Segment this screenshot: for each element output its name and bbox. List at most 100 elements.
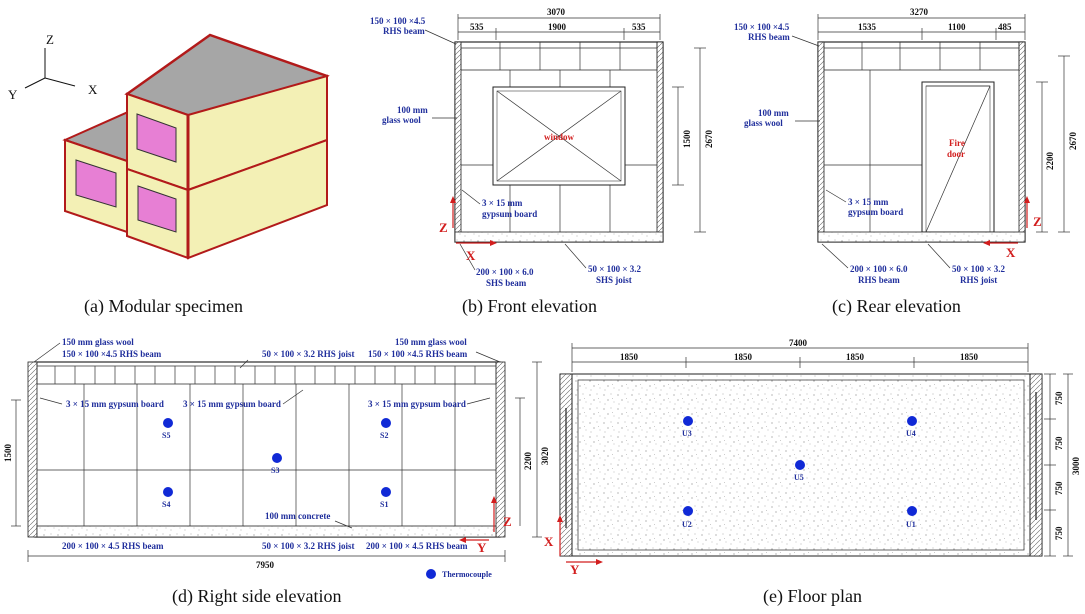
rear-dim-door-height: 2200: [1045, 152, 1055, 171]
side-gypsum-right: 3 × 15 mm gypsum board: [368, 399, 466, 409]
side-rhs-beam-left: 150 × 100 ×4.5 RHS beam: [62, 349, 162, 359]
plan-dim-right-2: 750: [1054, 436, 1064, 450]
side-dim-h2: 3020: [540, 447, 550, 466]
front-dim-left: 535: [470, 22, 484, 32]
sensor-s4: [163, 487, 173, 497]
sensor-s5-label: S5: [162, 431, 170, 440]
sensor-s3: [272, 453, 282, 463]
rear-rhs-joist-l1: 50 × 100 × 3.2: [952, 264, 1006, 274]
plan-axis-y: Y: [570, 562, 580, 577]
front-dim-total: 3070: [547, 7, 566, 17]
rear-rhs-beam-l1: 150 × 100 ×4.5: [734, 22, 790, 32]
side-dim-h1: 2200: [523, 452, 533, 471]
front-shs-beam-l2: SHS beam: [486, 278, 527, 288]
front-gypsum-l2: gypsum board: [482, 209, 537, 219]
rear-glass-wool-l1: 100 mm: [758, 108, 789, 118]
rear-gypsum-l1: 3 × 15 mm: [848, 197, 889, 207]
rear-dim-total: 3270: [910, 7, 929, 17]
rear-axis-z: Z: [1033, 214, 1042, 229]
rear-dim-right: 485: [998, 22, 1012, 32]
legend-thermocouple-label: Thermocouple: [442, 570, 492, 579]
front-rhs-beam-l2: RHS beam: [383, 26, 425, 36]
side-beam-bottom-left: 200 × 100 × 4.5 RHS beam: [62, 541, 164, 551]
plan-dim-top-2: 1850: [734, 352, 753, 362]
sensor-s1-label: S1: [380, 500, 388, 509]
plan-axis-x: X: [544, 534, 554, 549]
rear-rhs-beam2-l1: 200 × 100 × 6.0: [850, 264, 908, 274]
side-gypsum-left: 3 × 15 mm gypsum board: [66, 399, 164, 409]
sensor-u2-label: U2: [682, 520, 692, 529]
sensor-u3: [683, 416, 693, 426]
sensor-u2: [683, 506, 693, 516]
sensor-u1-label: U1: [906, 520, 916, 529]
sensor-s4-label: S4: [162, 500, 170, 509]
panel-a-modular-specimen: Z X Y (a) Modular specimen: [8, 32, 330, 317]
sensor-s2: [381, 418, 391, 428]
front-glass-wool-l1: 100 mm: [397, 105, 428, 115]
plan-dim-right-3: 750: [1054, 481, 1064, 495]
side-dim-left-height: 1500: [3, 444, 13, 463]
sensor-u1: [907, 506, 917, 516]
sensor-u4-label: U4: [906, 429, 916, 438]
axis-x-label: X: [88, 82, 98, 97]
front-axis-x: X: [466, 248, 476, 263]
plan-dim-width: 3000: [1071, 457, 1081, 476]
rear-door-l1: Fire: [949, 138, 965, 148]
sensor-u3-label: U3: [682, 429, 692, 438]
plan-dim-top-3: 1850: [846, 352, 865, 362]
caption-d: (d) Right side elevation: [172, 586, 341, 607]
front-axis-z: Z: [439, 220, 448, 235]
axis-z-label: Z: [46, 32, 54, 47]
sensor-s2-label: S2: [380, 431, 388, 440]
rear-dim-height: 2670: [1068, 132, 1078, 151]
side-joist-top: 50 × 100 × 3.2 RHS joist: [262, 349, 355, 359]
side-glass-wool-right: 150 mm glass wool: [395, 337, 467, 347]
side-axis-z: Z: [503, 514, 512, 529]
rear-dim-left: 1535: [858, 22, 877, 32]
plan-dim-right-1: 750: [1054, 391, 1064, 405]
side-concrete: 100 mm concrete: [265, 511, 330, 521]
plan-thermocouples: U3 U4 U5 U2 U1: [682, 416, 917, 529]
panel-b-front-elevation: 3070 535 1900 535 window 1500 2670: [370, 7, 714, 317]
plan-dim-total: 7400: [789, 338, 808, 348]
panel-d-right-side-elevation: 7950 1500 2200 3020 150 mm glass wool 15…: [3, 337, 550, 607]
rear-door-l2: door: [947, 149, 965, 159]
side-joist-bottom: 50 × 100 × 3.2 RHS joist: [262, 541, 355, 551]
sensor-u5-label: U5: [794, 473, 804, 482]
axis-triad: Z X Y: [8, 32, 98, 102]
caption-c: (c) Rear elevation: [832, 296, 961, 317]
rear-rhs-beam-l2: RHS beam: [748, 32, 790, 42]
front-glass-wool-l2: glass wool: [382, 115, 421, 125]
caption-e: (e) Floor plan: [763, 586, 862, 607]
joist-ticks: [54, 366, 476, 384]
plan-dim-right-4: 750: [1054, 526, 1064, 540]
large-module: [124, 33, 330, 260]
sensor-s1: [381, 487, 391, 497]
axis-y-label: Y: [8, 87, 18, 102]
rear-rhs-beam2-l2: RHS beam: [858, 275, 900, 285]
rear-glass-wool-l2: glass wool: [744, 118, 783, 128]
side-beam-bottom-right: 200 × 100 × 4.5 RHS beam: [366, 541, 468, 551]
side-gypsum-mid: 3 × 15 mm gypsum board: [183, 399, 281, 409]
front-gypsum-l1: 3 × 15 mm: [482, 198, 523, 208]
panel-c-rear-elevation: 3270 1535 1100 485 Fire door 2200 2670 1…: [734, 7, 1078, 317]
side-axis-y: Y: [477, 540, 487, 555]
sensor-s3-label: S3: [271, 466, 279, 475]
panel-e-floor-plan: 7400 1850 1850 1850 1850 750 750 750 750…: [544, 338, 1081, 607]
sensor-u4: [907, 416, 917, 426]
front-shs-beam-l1: 200 × 100 × 6.0: [476, 267, 534, 277]
front-shs-joist-l2: SHS joist: [596, 275, 632, 285]
front-window-label: window: [544, 132, 575, 142]
caption-b: (b) Front elevation: [462, 296, 597, 317]
side-thermocouples: S5 S2 S3 S4 S1: [162, 418, 391, 509]
rear-gypsum-l2: gypsum board: [848, 207, 903, 217]
sensor-u5: [795, 460, 805, 470]
front-dim-window-height: 1500: [682, 130, 692, 149]
side-glass-wool-left: 150 mm glass wool: [62, 337, 134, 347]
front-dim-mid: 1900: [548, 22, 567, 32]
rear-dim-mid: 1100: [948, 22, 966, 32]
side-rhs-beam-right: 150 × 100 ×4.5 RHS beam: [368, 349, 468, 359]
plan-dim-top-4: 1850: [960, 352, 979, 362]
front-dim-right: 535: [632, 22, 646, 32]
